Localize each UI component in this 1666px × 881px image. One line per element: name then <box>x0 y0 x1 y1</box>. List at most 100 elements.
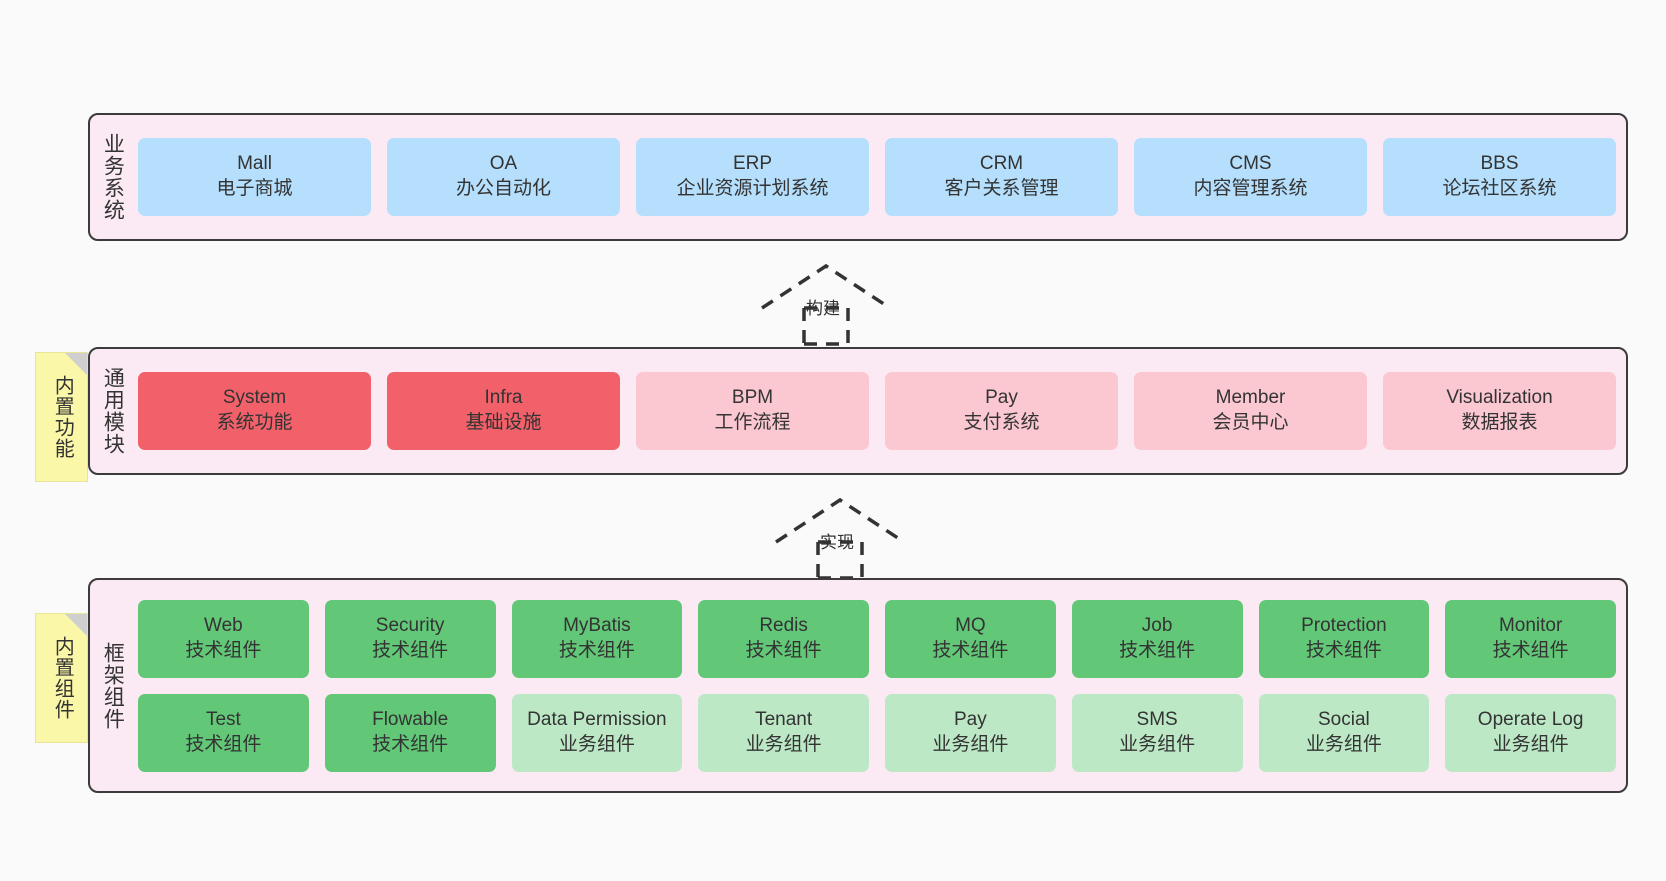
node-subtitle: 技术组件 <box>185 639 262 661</box>
node-title: SMS <box>1136 708 1178 730</box>
node-subtitle: 系统功能 <box>216 412 293 433</box>
node-title: Tenant <box>755 708 813 730</box>
node-tenant[interactable]: Tenant 业务组件 <box>698 693 869 772</box>
node-subtitle: 办公自动化 <box>455 178 551 199</box>
node-subtitle: 技术组件 <box>185 733 262 755</box>
layer-title-business: 业务系统 <box>101 133 125 221</box>
node-subtitle: 客户关系管理 <box>944 178 1059 199</box>
note-label: 内置组件 <box>51 636 74 720</box>
node-title: Job <box>1141 614 1173 636</box>
connector-label-build: 构建 <box>806 299 840 318</box>
node-title: Flowable <box>372 708 449 730</box>
layer-framework[interactable]: 框架组件 Web 技术组件 Security 技术组件 MyBatis 技术组件… <box>88 578 1628 793</box>
node-title: Visualization <box>1446 387 1553 409</box>
note-label: 内置功能 <box>51 375 74 459</box>
connector-build: 构建 <box>758 258 910 346</box>
node-crm[interactable]: CRM 客户关系管理 <box>885 138 1118 216</box>
node-subtitle: 技术组件 <box>1305 639 1382 661</box>
layer-body-business: Mall 电子商城 OA 办公自动化 ERP 企业资源计划系统 CRM 客户关系… <box>134 115 1626 239</box>
node-title: MyBatis <box>563 614 631 636</box>
node-subtitle: 支付系统 <box>963 412 1040 433</box>
node-title: Data Permission <box>527 708 667 730</box>
node-subtitle: 会员中心 <box>1212 412 1289 433</box>
node-subtitle: 技术组件 <box>558 639 635 661</box>
node-system[interactable]: System 系统功能 <box>138 372 371 450</box>
connector-label-implement: 实现 <box>820 533 854 552</box>
node-subtitle: 技术组件 <box>1492 639 1569 661</box>
node-subtitle: 技术组件 <box>1119 639 1196 661</box>
node-subtitle: 论坛社区系统 <box>1442 178 1557 199</box>
node-title: Web <box>204 614 243 636</box>
node-subtitle: 技术组件 <box>372 639 449 661</box>
node-member[interactable]: Member 会员中心 <box>1134 372 1367 450</box>
node-data-permission[interactable]: Data Permission 业务组件 <box>511 693 683 772</box>
node-title: Member <box>1215 387 1286 409</box>
layer-title-framework: 框架组件 <box>101 641 125 730</box>
node-subtitle: 企业资源计划系统 <box>676 178 829 199</box>
node-subtitle: 业务组件 <box>558 733 635 755</box>
node-web[interactable]: Web 技术组件 <box>138 599 309 678</box>
layer-title-common-module: 通用模块 <box>101 367 125 455</box>
node-job[interactable]: Job 技术组件 <box>1071 599 1243 678</box>
node-operate-log[interactable]: Operate Log 业务组件 <box>1445 693 1616 772</box>
node-title: Security <box>375 614 445 636</box>
note-builtin-feature[interactable]: 内置功能 <box>35 352 88 482</box>
node-subtitle: 电子商城 <box>216 178 293 199</box>
node-oa[interactable]: OA 办公自动化 <box>387 138 620 216</box>
node-title: Pay <box>985 387 1018 409</box>
layer-common-module[interactable]: 通用模块 System 系统功能 Infra 基础设施 BPM 工作流程 Pay… <box>88 347 1628 475</box>
node-security[interactable]: Security 技术组件 <box>324 599 496 678</box>
node-subtitle: 技术组件 <box>372 733 449 755</box>
node-mq[interactable]: MQ 技术组件 <box>885 599 1056 678</box>
node-bpm[interactable]: BPM 工作流程 <box>636 372 869 450</box>
generalization-arrow-icon <box>761 263 891 346</box>
node-protection[interactable]: Protection 技术组件 <box>1258 599 1430 678</box>
note-fold-icon <box>65 353 87 375</box>
layer-body-common-module: System 系统功能 Infra 基础设施 BPM 工作流程 Pay 支付系统… <box>134 349 1626 473</box>
node-subtitle: 工作流程 <box>714 412 791 433</box>
node-subtitle: 业务组件 <box>1305 733 1382 755</box>
node-title: CRM <box>979 153 1024 175</box>
node-test[interactable]: Test 技术组件 <box>138 693 309 772</box>
node-title: Redis <box>759 614 808 636</box>
node-cms[interactable]: CMS 内容管理系统 <box>1134 138 1367 216</box>
node-mall[interactable]: Mall 电子商城 <box>138 138 371 216</box>
node-title: Monitor <box>1498 614 1563 636</box>
node-title: BPM <box>731 387 774 409</box>
node-title: Mall <box>237 153 272 175</box>
node-infra[interactable]: Infra 基础设施 <box>387 372 620 450</box>
node-title: OA <box>489 153 518 175</box>
node-subtitle: 业务组件 <box>1119 733 1196 755</box>
connector-implement: 实现 <box>772 492 924 580</box>
node-bbs[interactable]: BBS 论坛社区系统 <box>1383 138 1616 216</box>
node-mybatis[interactable]: MyBatis 技术组件 <box>511 599 683 678</box>
node-visualization[interactable]: Visualization 数据报表 <box>1383 372 1616 450</box>
layer-body-framework: Web 技术组件 Security 技术组件 MyBatis 技术组件 Redi… <box>134 580 1626 791</box>
node-subtitle: 业务组件 <box>745 733 822 755</box>
node-subtitle: 技术组件 <box>932 639 1009 661</box>
node-title: Operate Log <box>1477 708 1584 730</box>
node-redis[interactable]: Redis 技术组件 <box>698 599 869 678</box>
layer-business[interactable]: 业务系统 Mall 电子商城 OA 办公自动化 ERP 企业资源计划系统 CRM… <box>88 113 1628 241</box>
node-erp[interactable]: ERP 企业资源计划系统 <box>636 138 869 216</box>
node-title: Pay <box>954 708 987 730</box>
node-title: MQ <box>955 614 986 636</box>
node-title: Social <box>1318 708 1370 730</box>
node-title: CMS <box>1229 153 1272 175</box>
node-title: Test <box>205 708 241 730</box>
node-monitor[interactable]: Monitor 技术组件 <box>1445 599 1616 678</box>
node-social[interactable]: Social 业务组件 <box>1258 693 1430 772</box>
node-subtitle: 技术组件 <box>745 639 822 661</box>
node-subtitle: 基础设施 <box>465 412 542 433</box>
node-title: BBS <box>1480 153 1519 175</box>
node-pay-component[interactable]: Pay 业务组件 <box>885 693 1056 772</box>
node-subtitle: 业务组件 <box>932 733 1009 755</box>
node-title: Infra <box>484 387 523 409</box>
note-builtin-component[interactable]: 内置组件 <box>35 613 88 743</box>
node-row: Mall 电子商城 OA 办公自动化 ERP 企业资源计划系统 CRM 客户关系… <box>138 138 1616 216</box>
node-title: ERP <box>732 153 773 175</box>
node-pay-module[interactable]: Pay 支付系统 <box>885 372 1118 450</box>
node-flowable[interactable]: Flowable 技术组件 <box>324 693 496 772</box>
note-fold-icon <box>65 614 87 636</box>
node-sms[interactable]: SMS 业务组件 <box>1071 693 1243 772</box>
